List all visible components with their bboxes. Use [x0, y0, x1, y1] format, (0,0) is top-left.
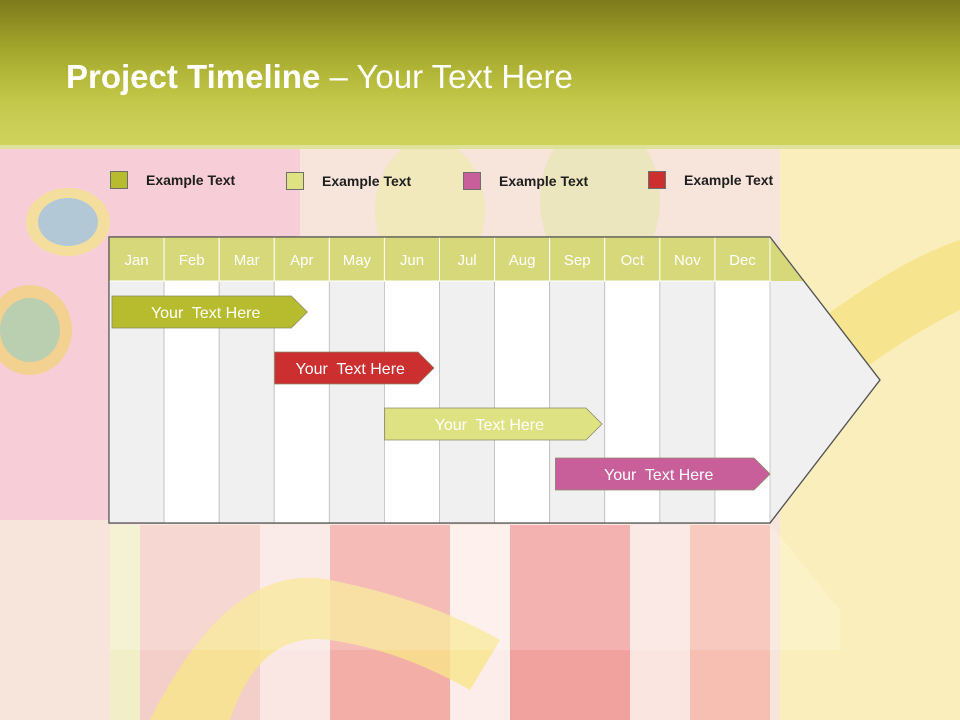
legend-label: Example Text	[684, 172, 774, 188]
month-header-cell	[549, 236, 606, 282]
task-bar[interactable]: Your Text Here	[111, 295, 308, 329]
task-bar-label: Your Text Here	[296, 361, 406, 378]
legend-label: Example Text	[322, 173, 412, 189]
month-header-cell	[659, 236, 716, 282]
month-label: Nov	[674, 252, 701, 269]
task-bar-shape	[111, 295, 308, 329]
task-bar[interactable]: Your Text Here	[384, 407, 603, 441]
legend-item: Example Text	[110, 170, 235, 190]
legend-item: Example Text	[286, 171, 411, 191]
month-header-cell	[383, 236, 440, 282]
month-column	[384, 280, 440, 524]
task-bar[interactable]: Your Text Here	[274, 351, 435, 385]
month-label: Jan	[124, 252, 148, 269]
task-bar[interactable]: Your Text Here	[555, 457, 771, 491]
legend-item: Example Text	[463, 171, 588, 191]
month-header-cell	[218, 236, 275, 282]
legend-label: Example Text	[146, 172, 236, 188]
month-header-cell	[328, 236, 385, 282]
task-bar-label: Your Text Here	[604, 467, 714, 484]
legend-item: Example Text	[648, 170, 773, 190]
tape-decoration-icon	[150, 577, 500, 720]
header-divider	[0, 145, 960, 149]
legend-label: Example Text	[499, 173, 589, 189]
month-label: Oct	[621, 252, 645, 269]
slide-title: Project Timeline – Your Text Here	[66, 58, 573, 96]
legend-swatch	[286, 172, 304, 190]
month-label: Sep	[564, 252, 591, 269]
month-column	[328, 280, 385, 524]
task-bar-shape	[274, 351, 435, 385]
task-bar-shape	[384, 407, 603, 441]
title-bar: Project Timeline – Your Text Here	[0, 0, 960, 145]
month-column	[439, 280, 495, 524]
task-bar-label: Your Text Here	[435, 417, 545, 434]
button-decoration-icon	[0, 188, 110, 375]
month-label: Feb	[179, 252, 205, 269]
month-label: Jun	[400, 252, 424, 269]
month-label: May	[343, 252, 372, 269]
tape-decoration-icon	[820, 240, 960, 380]
title-bold: Project Timeline	[66, 58, 321, 95]
month-label: Aug	[509, 252, 536, 269]
month-header-cell	[163, 236, 220, 282]
legend-swatch	[463, 172, 481, 190]
legend-swatch	[110, 171, 128, 189]
title-rest: – Your Text Here	[320, 58, 573, 95]
task-bar-shape	[555, 457, 771, 491]
month-label: Dec	[729, 252, 756, 269]
task-bar-label: Your Text Here	[151, 305, 261, 322]
month-header-cell	[714, 236, 771, 282]
legend-swatch	[648, 171, 666, 189]
month-label: Apr	[290, 252, 313, 269]
month-label: Jul	[457, 252, 476, 269]
month-column	[494, 280, 551, 524]
month-header-cell	[604, 236, 661, 282]
month-label: Mar	[234, 252, 260, 269]
